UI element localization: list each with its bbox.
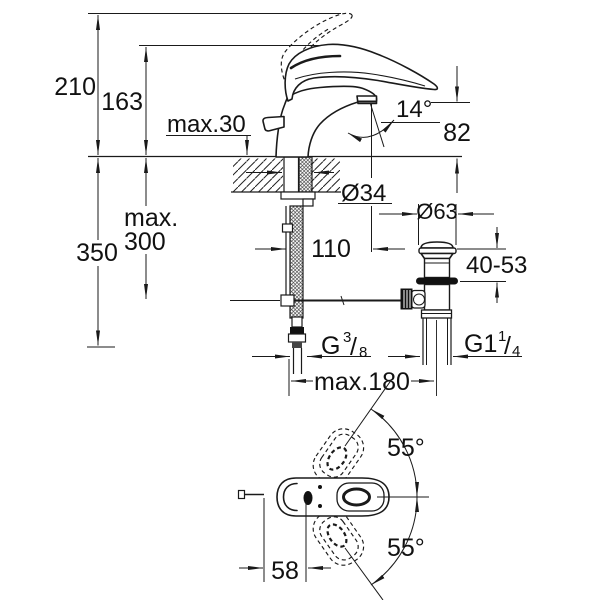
- mount-nut: [302, 198, 314, 207]
- handle-ghost-upper: [312, 428, 365, 485]
- dim-max-waste-offset: max.180: [314, 368, 410, 396]
- mount-washer: [280, 191, 316, 200]
- swivel-arc-upper: [370, 408, 420, 498]
- body-cap-inner-line: [282, 482, 298, 512]
- waste-cap-dome: [420, 241, 454, 249]
- dim-max-deck-thickness: max.30: [167, 111, 246, 138]
- dim-counter-thickness-range: 40-53: [466, 252, 527, 279]
- handle-raised-ghost-outer: [280, 12, 353, 93]
- hose-nut-small: [292, 342, 302, 348]
- label-mask: [119, 206, 181, 254]
- faucet-side: [262, 12, 439, 158]
- faucet-body: [275, 85, 378, 158]
- angle-line-stream: [370, 103, 385, 148]
- pop-up-waste: [400, 241, 458, 396]
- dim-rod-offset: 58: [271, 557, 299, 585]
- dim-supply-hose-length: 350: [76, 239, 118, 267]
- deck-hatch-right: [311, 158, 340, 192]
- dim-handle-top-height: 163: [101, 88, 143, 116]
- rod-break-tick: [340, 295, 345, 306]
- ghost-outline-outer: [312, 428, 365, 485]
- supply-plumbing: [280, 156, 403, 374]
- hose-nut-dark: [290, 327, 304, 334]
- label-supply-thread: G 3 / 8: [321, 329, 367, 361]
- label-waste-thread: G1 1 / 4: [464, 328, 520, 360]
- ghost-outline-inner: [319, 433, 359, 478]
- swivel-line-upper: [344, 378, 393, 447]
- dim-overall-height: 210: [54, 73, 96, 101]
- dim-spout-angle: 14°: [396, 96, 432, 123]
- dim-spout-reach: 110: [311, 235, 351, 263]
- faucet-top: [237, 477, 390, 517]
- dim-outlet-height: 82: [443, 119, 471, 147]
- side-view: 210 163 350 max. 300 max.30 82 14°: [54, 12, 527, 396]
- pop-up-rod-tip: [237, 489, 246, 500]
- mount-shank: [283, 156, 300, 193]
- swivel-line-lower: [344, 547, 384, 600]
- rod-clamp: [281, 223, 294, 233]
- indicator-dot-cold: [318, 504, 322, 508]
- waste-body-lower: [423, 283, 451, 311]
- indicator-dot-hot: [318, 485, 322, 489]
- waste-neck: [420, 252, 454, 260]
- pivot-mark: [303, 491, 313, 505]
- ball-joint: [413, 293, 425, 306]
- rod-junction: [280, 294, 295, 307]
- dim-max-connection-value: 300: [124, 228, 166, 256]
- braided-hose-upper: [298, 156, 313, 197]
- ghost-outline-inner: [319, 516, 359, 561]
- pop-up-knob: [262, 115, 285, 132]
- waste-cap-flange: [418, 247, 457, 255]
- waste-oring: [416, 277, 458, 285]
- hose-collar: [291, 316, 303, 328]
- dim-swivel-angle-upper: 55°: [387, 434, 425, 462]
- top-view: 55° 55° 58: [237, 378, 429, 600]
- dim-mount-hole-diameter: Ø34: [341, 180, 386, 207]
- deck-hatch-left: [233, 158, 283, 192]
- waste-body-upper: [423, 257, 451, 279]
- dim-waste-flange-diameter: Ø63: [416, 199, 458, 224]
- handle-slot: [289, 54, 342, 70]
- swivel-arc-lower: [370, 496, 420, 586]
- dim-max-connection-word: max.: [124, 204, 178, 232]
- hose-nut-hex: [287, 333, 307, 343]
- dim-swivel-angle-lower: 55°: [387, 534, 425, 562]
- label-mask: [75, 240, 120, 266]
- ghost-hole: [326, 446, 348, 471]
- handle-inner-line: [294, 71, 426, 87]
- ghost-hole: [326, 523, 348, 548]
- handle-hole: [342, 487, 371, 507]
